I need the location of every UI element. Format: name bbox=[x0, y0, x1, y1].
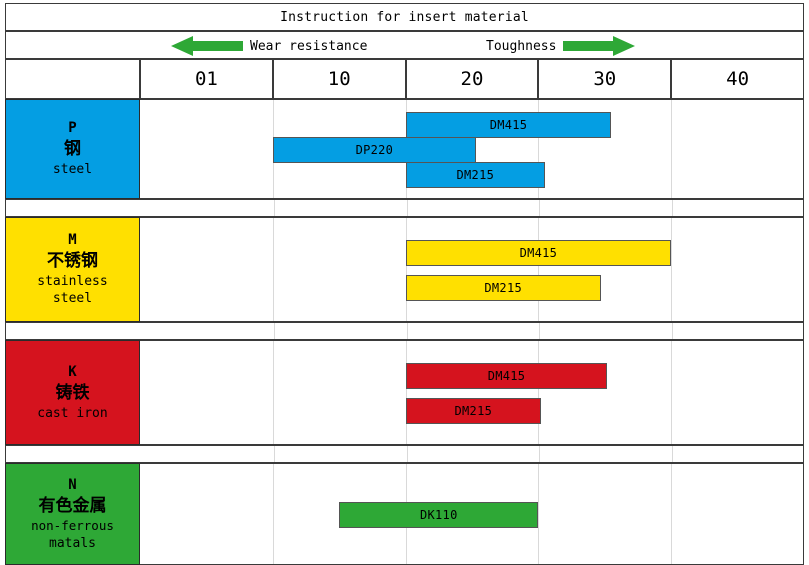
material-code-K: K bbox=[68, 363, 77, 380]
column-guide bbox=[672, 446, 674, 462]
material-name-en-M: stainless bbox=[37, 273, 108, 289]
column-guide bbox=[539, 446, 541, 462]
column-guide bbox=[671, 341, 673, 444]
toughness-label: Toughness bbox=[486, 38, 557, 54]
section-spacer bbox=[5, 322, 804, 340]
column-guide bbox=[539, 323, 541, 339]
material-plot-N: DK110 bbox=[140, 463, 804, 565]
axis-direction-row: Wear resistance Toughness bbox=[5, 31, 804, 59]
column-guide bbox=[672, 200, 674, 216]
column-guide bbox=[538, 464, 540, 564]
column-guide bbox=[671, 100, 673, 198]
column-guide bbox=[538, 218, 540, 321]
section-spacer bbox=[5, 199, 804, 217]
column-guide bbox=[406, 446, 408, 462]
column-guide bbox=[671, 218, 673, 321]
material-code-N: N bbox=[68, 476, 77, 493]
material-name-en2-N: matals bbox=[49, 535, 96, 551]
column-header-01: 01 bbox=[140, 59, 273, 99]
column-guide bbox=[272, 218, 274, 321]
column-header-10: 10 bbox=[272, 59, 406, 99]
column-guide bbox=[539, 200, 541, 216]
wear-resistance-group: Wear resistance bbox=[171, 32, 367, 60]
column-header-corner bbox=[5, 59, 140, 99]
arrow-right-icon bbox=[563, 36, 636, 56]
bar-N-DK110: DK110 bbox=[339, 502, 539, 528]
column-header-30: 30 bbox=[538, 59, 672, 99]
column-guide bbox=[538, 100, 540, 198]
column-guide bbox=[273, 323, 275, 339]
column-header-row: 01 10 20 30 40 bbox=[5, 59, 804, 99]
column-guide bbox=[406, 323, 408, 339]
material-name-en-N: non-ferrous bbox=[31, 517, 114, 533]
chart-title: Instruction for insert material bbox=[5, 3, 804, 31]
column-guide bbox=[672, 323, 674, 339]
wear-resistance-label: Wear resistance bbox=[250, 38, 368, 54]
bar-P-DM215: DM215 bbox=[405, 162, 546, 188]
material-name-cn-N: 有色金属 bbox=[38, 495, 107, 516]
material-label-K: K 铸铁 cast iron bbox=[5, 340, 140, 445]
bar-P-DP220: DP220 bbox=[272, 137, 476, 163]
bar-P-DM415: DM415 bbox=[405, 112, 612, 138]
material-name-cn-P: 钢 bbox=[64, 139, 81, 160]
column-guide bbox=[538, 341, 540, 444]
arrow-left-icon bbox=[171, 36, 243, 56]
column-guide bbox=[406, 200, 408, 216]
toughness-group: Toughness bbox=[486, 32, 636, 60]
column-guide bbox=[671, 464, 673, 564]
bar-K-DM215: DM215 bbox=[405, 398, 542, 424]
column-header-20: 20 bbox=[405, 59, 539, 99]
bar-K-DM415: DM415 bbox=[405, 363, 608, 389]
section-spacer bbox=[5, 445, 804, 463]
material-name-en-K: cast iron bbox=[37, 405, 108, 421]
column-guide bbox=[405, 218, 407, 321]
material-name-cn-M: 不锈钢 bbox=[47, 250, 98, 271]
column-guide bbox=[273, 446, 275, 462]
bar-M-DM415: DM415 bbox=[405, 240, 672, 266]
material-code-M: M bbox=[68, 232, 77, 249]
material-name-en2-M: steel bbox=[52, 291, 93, 307]
column-guide bbox=[272, 464, 274, 564]
column-guide bbox=[272, 341, 274, 444]
column-guide bbox=[273, 200, 275, 216]
column-guide bbox=[405, 341, 407, 444]
column-header-40: 40 bbox=[671, 59, 804, 99]
material-name-en-P: steel bbox=[52, 162, 93, 178]
material-name-cn-K: 铸铁 bbox=[55, 382, 90, 403]
bar-M-DM215: DM215 bbox=[405, 275, 601, 301]
material-code-P: P bbox=[68, 120, 77, 137]
